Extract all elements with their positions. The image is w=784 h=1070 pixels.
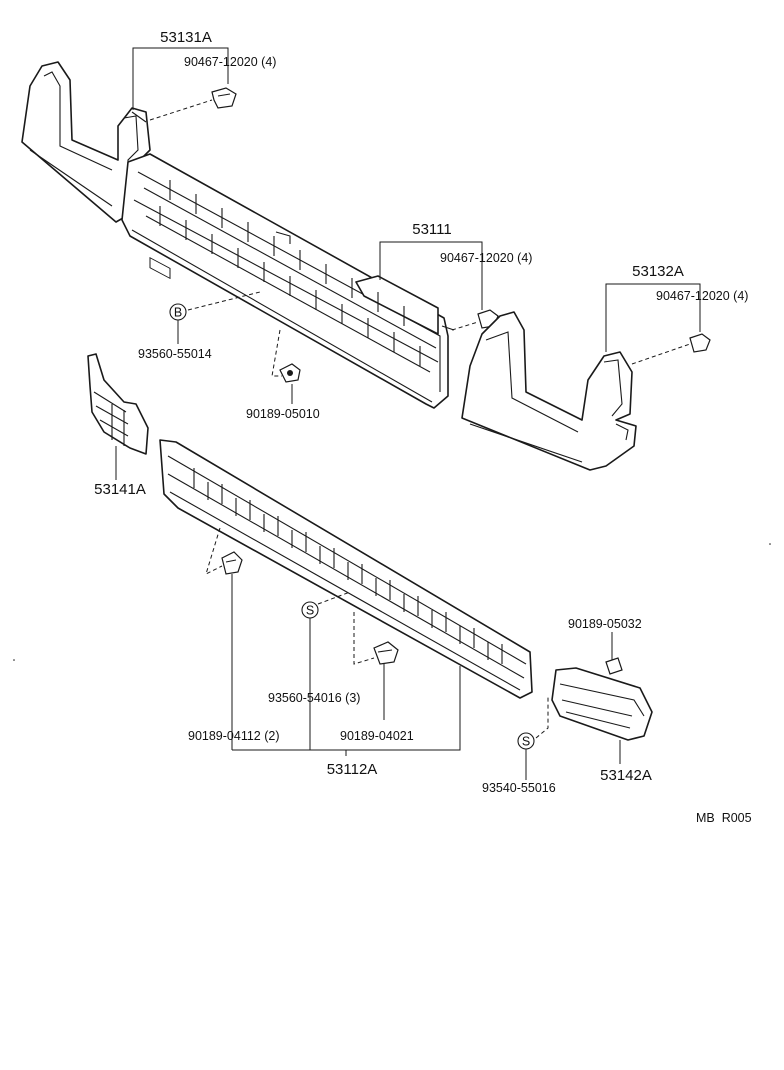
label-93560-54016: 93560-54016 (3) xyxy=(268,691,360,705)
label-53131a: 53131A xyxy=(160,29,212,46)
speck xyxy=(13,659,15,661)
label-53111: 53111 xyxy=(412,221,452,238)
screw-s-symbol-right[interactable]: S xyxy=(517,732,535,750)
leader-53111 xyxy=(379,241,483,310)
s-symbol-text-right: S xyxy=(522,735,530,749)
s-symbol-text-center: S xyxy=(306,604,314,618)
leader-53131a xyxy=(132,47,229,110)
leader-53112a xyxy=(231,574,461,751)
label-90189-04112: 90189-04112 (2) xyxy=(188,729,280,743)
label-53142a: 53142A xyxy=(600,767,652,784)
label-53112a: 53112A xyxy=(327,761,378,778)
left-side-grille-53141a[interactable] xyxy=(87,353,149,455)
main-radiator-grille-53111[interactable] xyxy=(121,153,455,409)
label-53132a: 53132A xyxy=(632,263,684,280)
label-90189-05032: 90189-05032 xyxy=(568,617,642,631)
clip-90189-04021-icon[interactable] xyxy=(373,641,399,665)
leader-53132a xyxy=(605,283,701,352)
label-90189-05010: 90189-05010 xyxy=(246,407,320,421)
label-clip-53111: 90467-12020 (4) xyxy=(440,251,532,265)
label-53141a: 53141A xyxy=(94,481,146,498)
bolt-b-symbol[interactable]: B xyxy=(169,303,187,321)
screw-s-symbol-center[interactable]: S xyxy=(301,601,319,619)
upper-right-bracket-53132a[interactable] xyxy=(461,311,637,471)
clip-top-left-icon[interactable] xyxy=(211,87,237,109)
clip-right-icon[interactable] xyxy=(689,333,711,353)
b-symbol-text: B xyxy=(174,306,182,320)
label-93540-55016: 93540-55016 xyxy=(482,781,556,795)
label-clip-53132a: 90467-12020 (4) xyxy=(656,289,748,303)
label-93560-55014: 93560-55014 xyxy=(138,347,212,361)
lower-grille-53112a[interactable] xyxy=(159,439,533,699)
nut-90189-05032-icon[interactable] xyxy=(605,657,623,675)
speck xyxy=(769,543,771,545)
label-clip-53131a: 90467-12020 (4) xyxy=(184,55,276,69)
label-90189-04021: 90189-04021 xyxy=(340,729,414,743)
nut-90189-05010-icon[interactable] xyxy=(279,363,301,383)
right-side-grille-53142a[interactable] xyxy=(551,667,653,741)
clip-90189-04112-icon[interactable] xyxy=(221,551,243,575)
figure-code: MB R005 xyxy=(696,811,752,825)
